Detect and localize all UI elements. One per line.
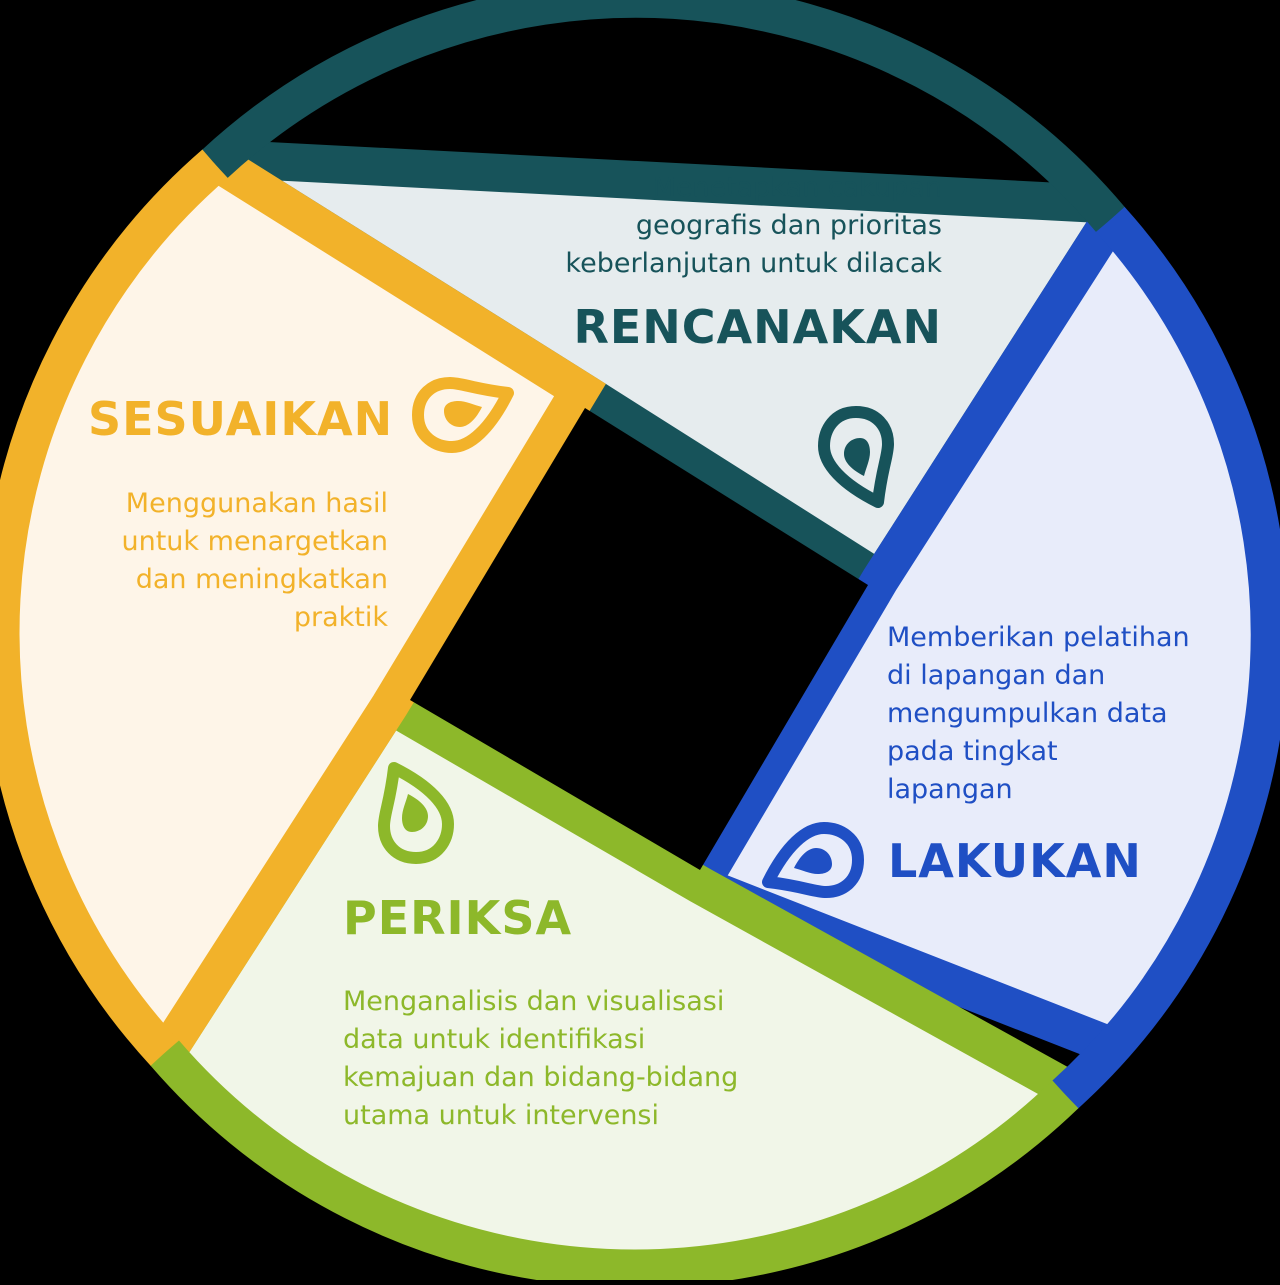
rencanakan-description: Menetapkan cakupan geografis dan priorit… [565, 172, 942, 279]
ring-rencanakan [201, 0, 1126, 232]
center-square [410, 408, 868, 870]
ring-periksa [150, 1040, 1079, 1285]
ring-lakukan [1052, 206, 1280, 1109]
periksa-description: Menganalisis dan visualisasi data untuk … [343, 986, 739, 1131]
ring-sesuaikan [0, 149, 228, 1066]
drop-pin-icon [412, 377, 514, 453]
drop-pin-icon [378, 762, 454, 864]
sesuaikan-title: SESUAIKAN [88, 392, 394, 446]
sesuaikan-description: Menggunakan hasil untuk menargetkan dan … [121, 488, 389, 633]
drop-pin-icon [762, 822, 864, 898]
lakukan-description: Memberikan pelatihan di lapangan dan men… [887, 622, 1190, 805]
rencanakan-title: RENCANAKAN [573, 300, 942, 354]
periksa-title: PERIKSA [343, 891, 573, 945]
lakukan-title: LAKUKAN [888, 834, 1142, 888]
drop-pin-icon [818, 406, 894, 508]
